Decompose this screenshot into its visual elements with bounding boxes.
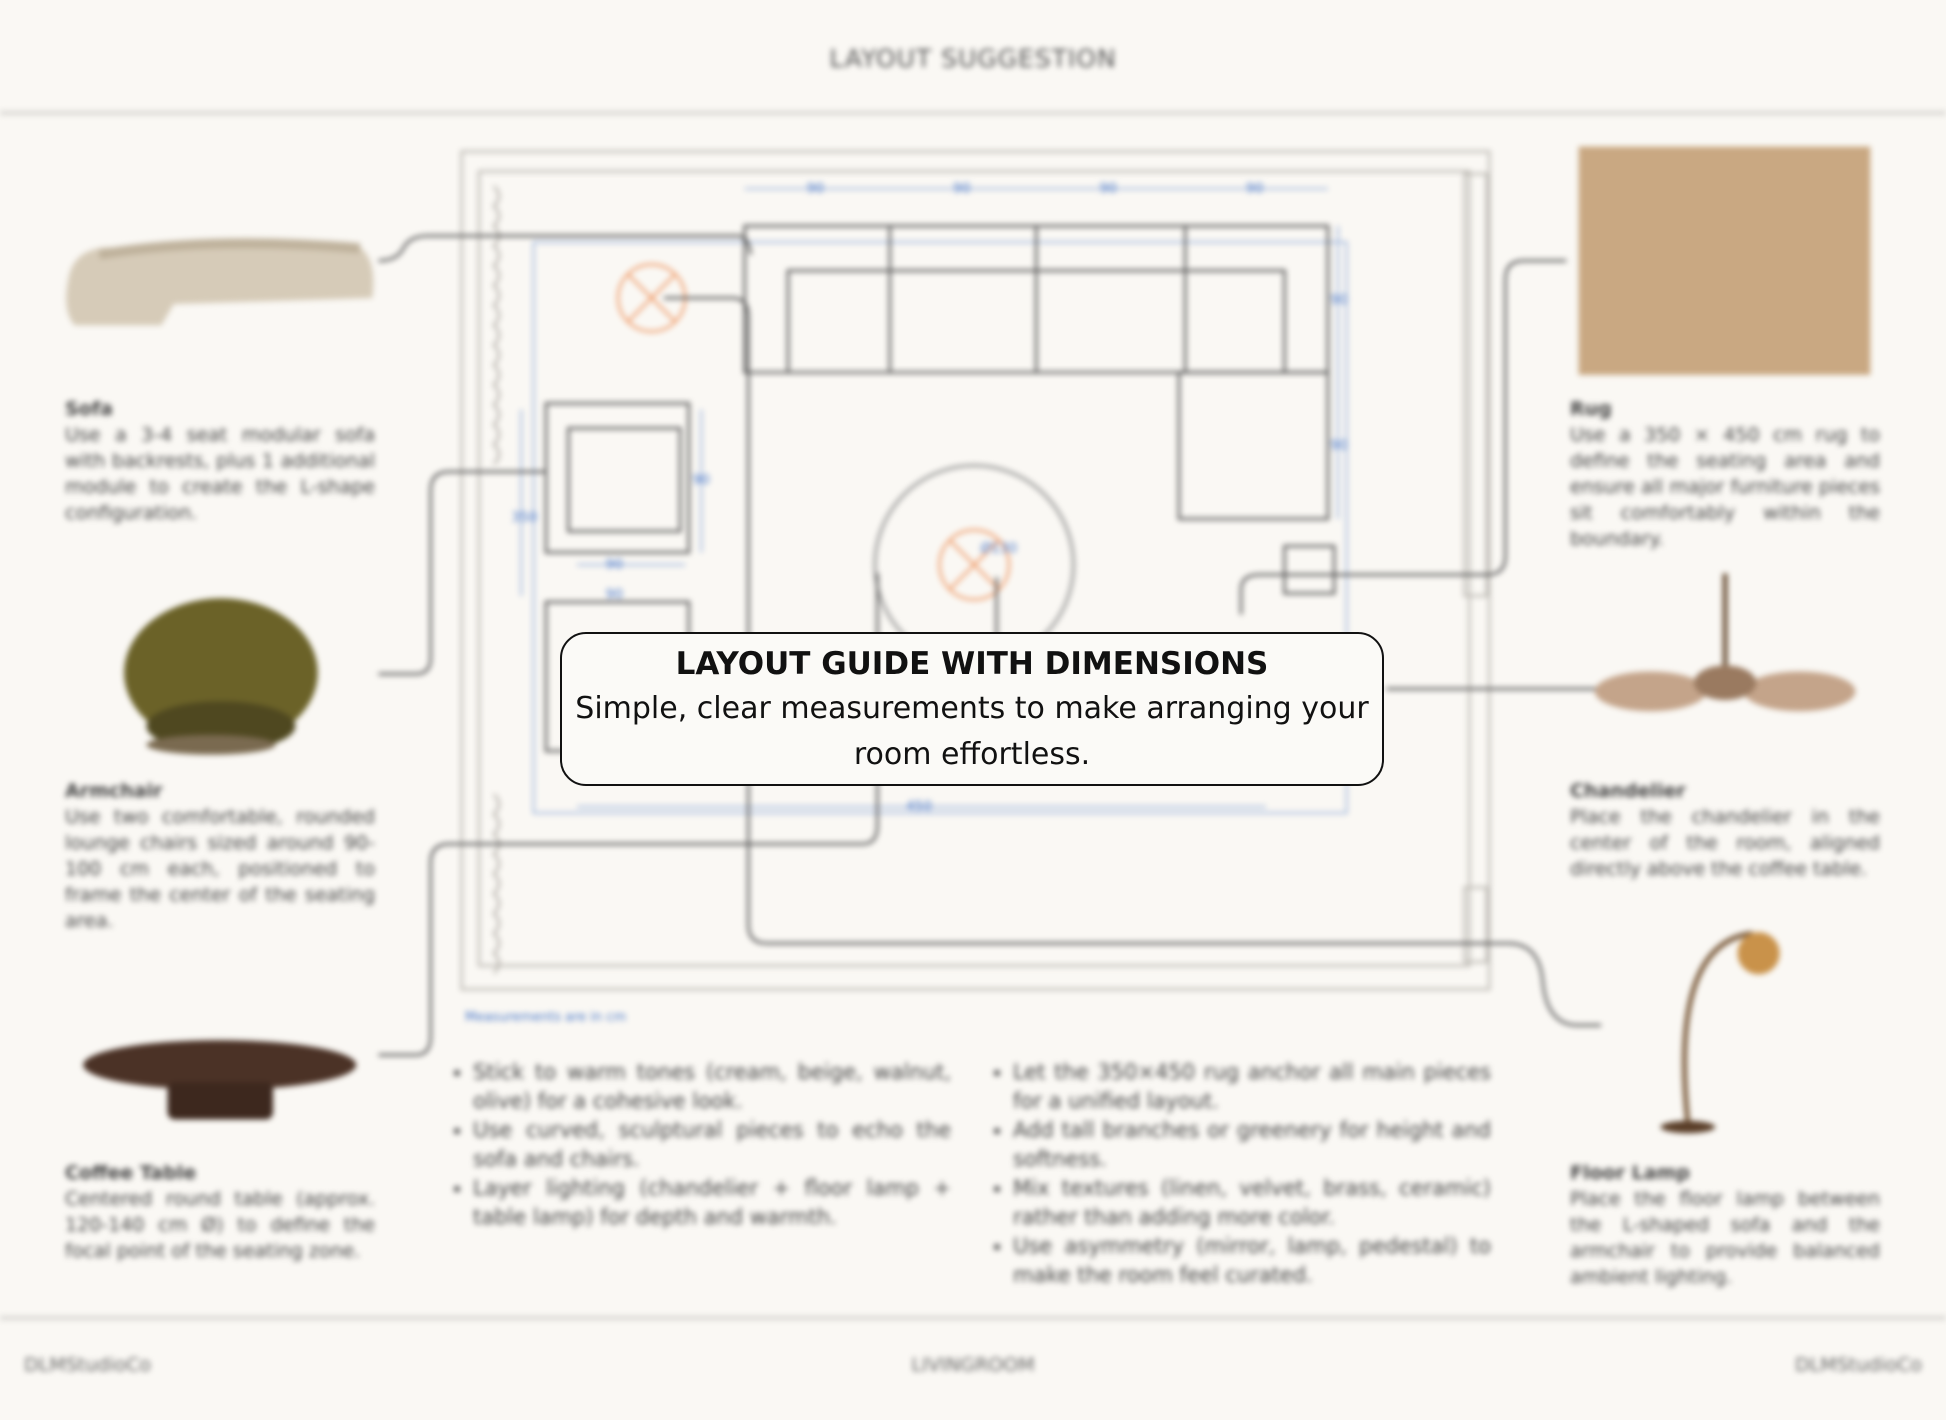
rug-image: [1578, 146, 1871, 375]
dim-label: 90: [1330, 437, 1347, 453]
tip-item: Mix textures (linen, velvet, brass, cera…: [1013, 1174, 1491, 1232]
dim-label: 90: [1100, 180, 1117, 196]
footer-brand-right: DLMStudioCo: [1794, 1354, 1922, 1376]
armchair-image: [124, 598, 318, 755]
dim-label: 90: [606, 586, 623, 602]
dim-label: 90: [693, 472, 710, 488]
measurement-note: Measurements are in cm: [465, 1010, 627, 1025]
tips-right: Let the 350×450 rug anchor all main piec…: [985, 1058, 1491, 1290]
layout-guide-callout: LAYOUT GUIDE WITH DIMENSIONS Simple, cle…: [560, 632, 1384, 786]
curtains: [492, 185, 501, 974]
tip-item: Layer lighting (chandelier + floor lamp …: [473, 1174, 951, 1232]
footer-divider: [0, 1316, 1946, 1320]
coffee-table-image: [83, 1040, 357, 1120]
dim-label: 450: [906, 799, 932, 815]
tip-item: Use curved, sculptural pieces to echo th…: [473, 1116, 951, 1174]
tip-item: Let the 350×450 rug anchor all main piec…: [1013, 1058, 1491, 1116]
dim-label: 90: [606, 557, 623, 573]
callout-title: LAYOUT GUIDE WITH DIMENSIONS: [675, 646, 1269, 682]
floor-lamp-image: [1660, 930, 1780, 1134]
tips-left: Stick to warm tones (cream, beige, walnu…: [445, 1058, 951, 1232]
dim-label: Ø130: [980, 540, 1017, 556]
room-outer-wall: [460, 150, 1491, 991]
page-title: LAYOUT SUGGESTION: [829, 44, 1117, 73]
tip-item: Add tall branches or greenery for height…: [1013, 1116, 1491, 1174]
callout-subtitle: Simple, clear measurements to make arran…: [575, 691, 1369, 772]
room-inner-wall: [477, 170, 1471, 967]
sofa-outline: [743, 224, 1330, 521]
tip-item: Use asymmetry (mirror, lamp, pedestal) t…: [1013, 1232, 1491, 1290]
connector-lines: [378, 234, 1601, 1057]
tip-item: Stick to warm tones (cream, beige, walnu…: [473, 1058, 951, 1116]
chandelier-marks: [616, 263, 1011, 601]
chandelier-image: [1594, 573, 1856, 712]
dim-label: 90: [1246, 180, 1263, 196]
dim-label: 90: [953, 180, 970, 196]
dim-label: 90: [807, 180, 824, 196]
dim-label: 90: [1330, 292, 1347, 308]
rug-outline: [532, 241, 1348, 814]
footer-section: LIVINGROOM: [911, 1354, 1035, 1376]
header-divider: [0, 111, 1946, 115]
dim-label: 350: [511, 509, 537, 525]
footer-brand-left: DLMStudioCo: [24, 1354, 152, 1376]
dimension-lines: [520, 187, 1339, 808]
sofa-image: [66, 238, 374, 326]
